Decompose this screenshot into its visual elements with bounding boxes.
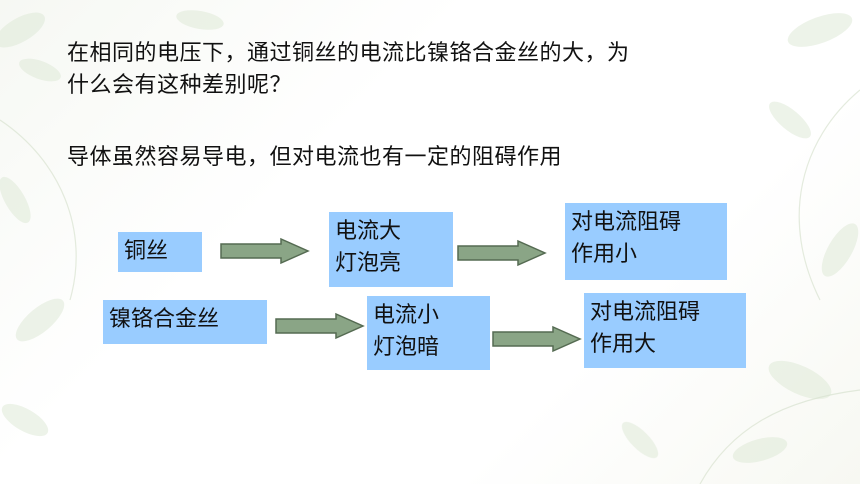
current-small-label: 电流小 xyxy=(373,303,440,328)
copper-wire-label: 铜丝 xyxy=(124,239,169,264)
arrow-right-icon xyxy=(275,312,365,340)
nichrome-wire-box: 镍铬合金丝 xyxy=(103,300,267,344)
effect-large-label: 作用大 xyxy=(590,332,657,357)
question-line-2: 什么会有这种差别呢？ xyxy=(67,73,293,98)
high-resistance-box: 对电流阻碍 作用大 xyxy=(584,293,746,368)
arrow-right-icon xyxy=(457,239,547,267)
arrow-right-icon xyxy=(220,237,310,265)
statement-text: 导体虽然容易导电，但对电流也有一定的阻碍作用 xyxy=(67,145,563,170)
copper-wire-box: 铜丝 xyxy=(118,232,202,272)
current-small-box: 电流小 灯泡暗 xyxy=(367,296,490,370)
bulb-bright-label: 灯泡亮 xyxy=(335,251,402,276)
bulb-dim-label: 灯泡暗 xyxy=(373,335,440,360)
question-line-1: 在相同的电压下，通过铜丝的电流比镍铬合金丝的大，为 xyxy=(67,41,630,66)
resistance-label: 对电流阻碍 xyxy=(571,210,682,235)
nichrome-wire-label: 镍铬合金丝 xyxy=(109,307,220,332)
current-large-box: 电流大 灯泡亮 xyxy=(329,212,453,287)
current-large-label: 电流大 xyxy=(335,219,402,244)
effect-small-label: 作用小 xyxy=(571,242,638,267)
arrow-right-icon xyxy=(492,325,582,353)
resistance-label: 对电流阻碍 xyxy=(590,300,701,325)
low-resistance-box: 对电流阻碍 作用小 xyxy=(565,203,727,280)
